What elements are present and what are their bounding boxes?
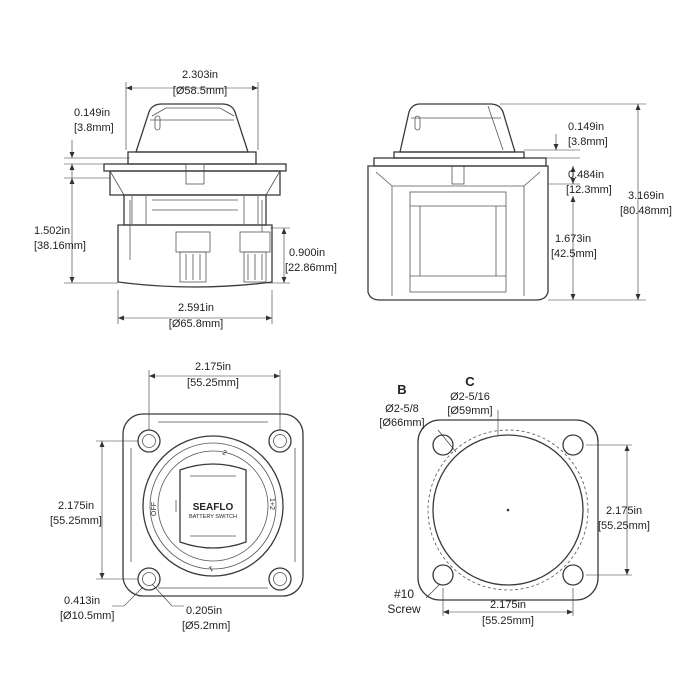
c-diameter-mm: [Ø59mm]: [447, 405, 492, 417]
front-view: 2.303in [Ø58.5mm] 0.149in [3.8mm] 1.502i…: [34, 69, 337, 330]
top-height-mm: [55.25mm]: [50, 515, 102, 527]
label-c: C: [465, 374, 475, 389]
side-flange-mm: [3.8mm]: [568, 136, 608, 148]
front-body-height-in: 1.502in: [34, 225, 70, 237]
top-view: SEAFLO BATTERY SWITCH 2 OFF 1+2 1 2.175i…: [50, 361, 304, 632]
b-diameter-mm: [Ø66mm]: [379, 417, 424, 429]
front-width-base-mm: [Ø65.8mm]: [169, 318, 223, 330]
top-width-in: 2.175in: [195, 361, 231, 373]
side-view: 0.149in [3.8mm] 0.484in [12.3mm] 1.673in…: [367, 103, 672, 301]
hole-large-in: 0.413in: [64, 595, 100, 607]
position-off: OFF: [151, 502, 158, 516]
cutout-height-mm: [55.25mm]: [598, 520, 650, 532]
cutout-height-in: 2.175in: [606, 505, 642, 517]
brand-subtitle: BATTERY SWITCH: [189, 514, 237, 520]
front-width-top-in: 2.303in: [182, 69, 218, 81]
b-diameter-in: Ø2-5/8: [385, 403, 419, 415]
hole-small-in: 0.205in: [186, 605, 222, 617]
screw-word: Screw: [387, 602, 421, 616]
front-stud-in: 0.900in: [289, 247, 325, 259]
position-both: 1+2: [268, 498, 275, 510]
cutout-width-in: 2.175in: [490, 599, 526, 611]
label-b: B: [397, 382, 406, 397]
brand-logo: SEAFLO: [193, 502, 234, 513]
front-flange-in: 0.149in: [74, 107, 110, 119]
c-diameter-in: Ø2-5/16: [450, 391, 490, 403]
side-flange-in: 0.149in: [568, 121, 604, 133]
front-flange-mm: [3.8mm]: [74, 122, 114, 134]
side-lip-mm: [12.3mm]: [566, 184, 612, 196]
side-lower-in: 1.673in: [555, 233, 591, 245]
top-width-mm: [55.25mm]: [187, 377, 239, 389]
front-width-top-mm: [Ø58.5mm]: [173, 85, 227, 97]
hole-large-mm: [Ø10.5mm]: [60, 610, 114, 622]
side-lower-mm: [42.5mm]: [551, 248, 597, 260]
top-height-in: 2.175in: [58, 500, 94, 512]
position-2: 2: [221, 449, 227, 457]
side-lip-in: 0.484in: [568, 169, 604, 181]
cutout-width-mm: [55.25mm]: [482, 615, 534, 627]
hole-small-mm: [Ø5.2mm]: [182, 620, 230, 632]
side-overall-mm: [80.48mm]: [620, 205, 672, 217]
screw-size: #10: [394, 587, 414, 601]
front-width-base-in: 2.591in: [178, 302, 214, 314]
front-body-height-mm: [38.16mm]: [34, 240, 86, 252]
cutout-template: B Ø2-5/8 [Ø66mm] C Ø2-5/16 [Ø59mm] #10 S…: [379, 374, 650, 627]
side-overall-in: 3.169in: [628, 190, 664, 202]
front-stud-mm: [22.86mm]: [285, 262, 337, 274]
position-1: 1: [208, 564, 214, 572]
